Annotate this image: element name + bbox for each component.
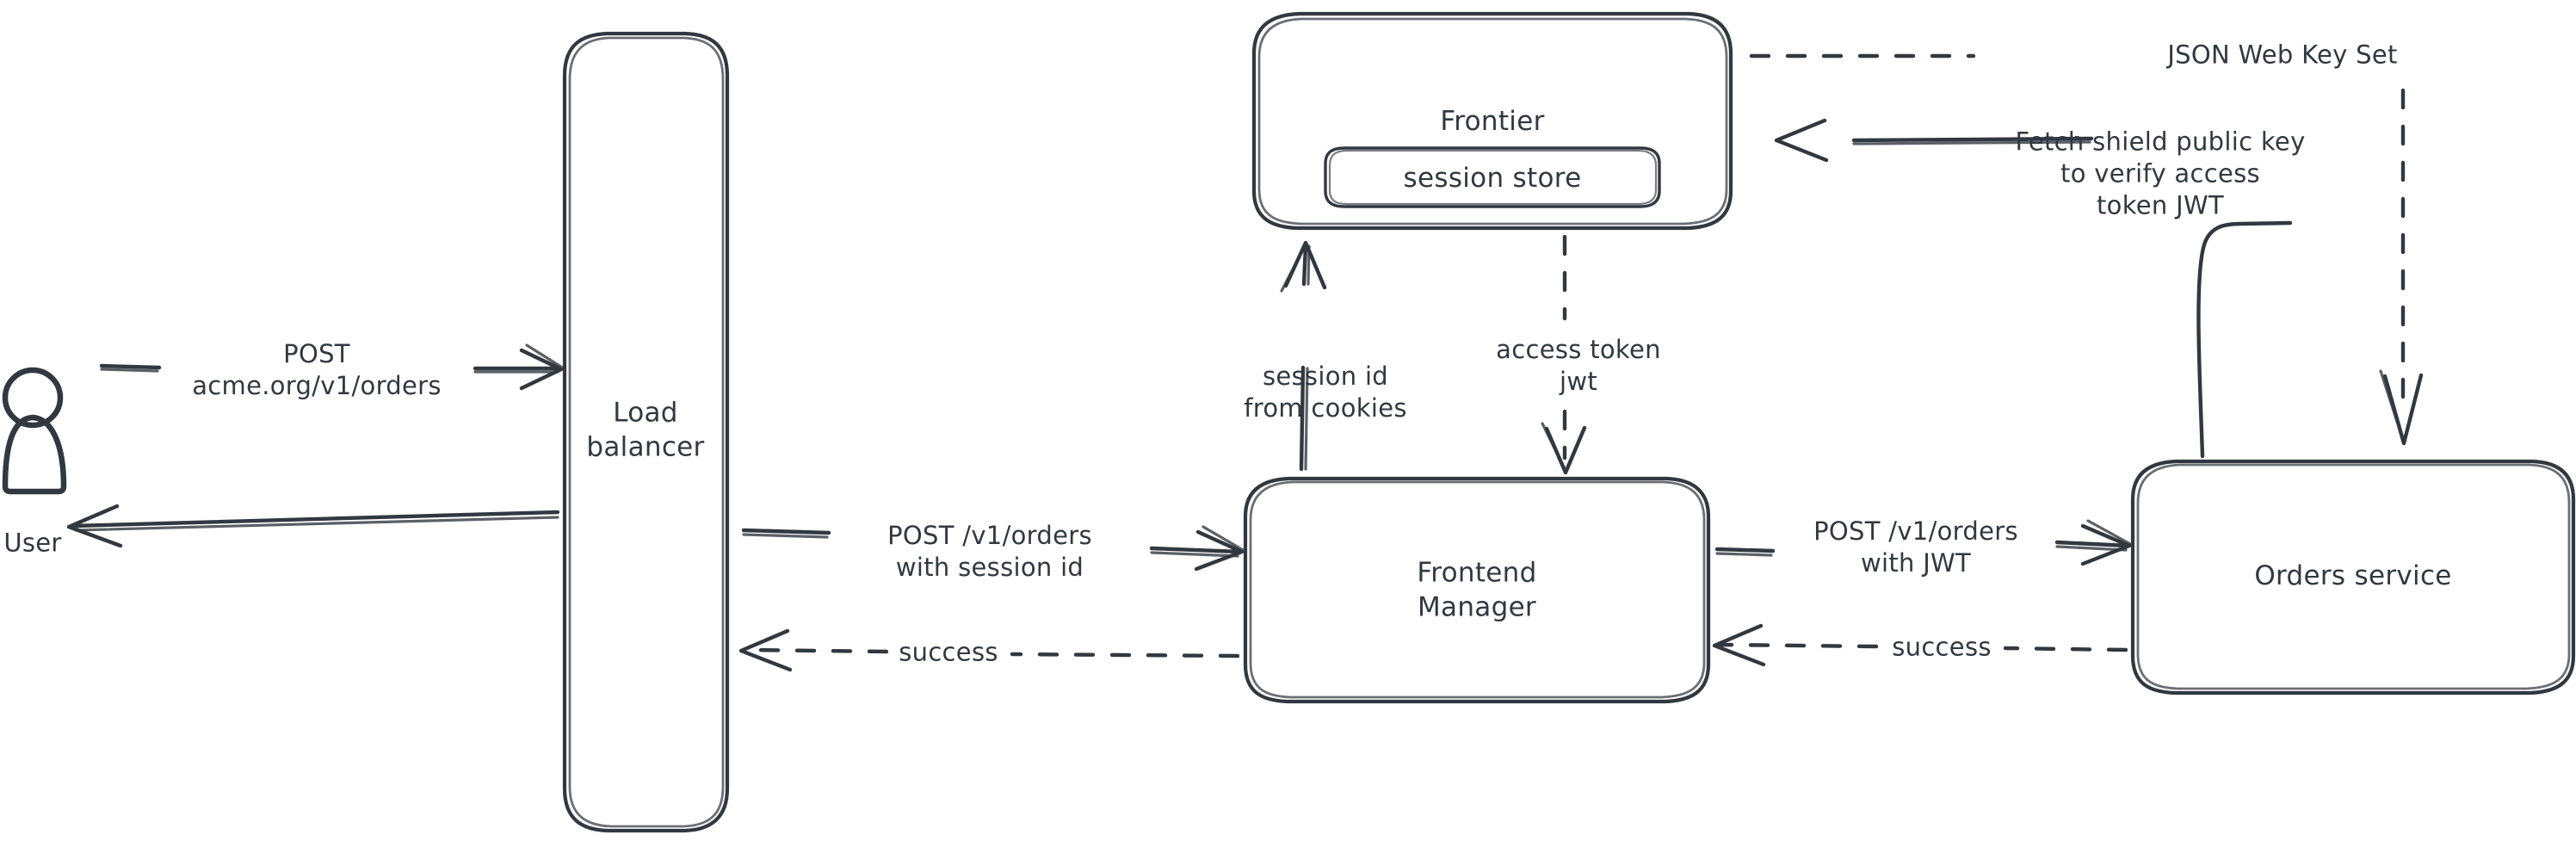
edge-orders-to-fm[interactable] xyxy=(1712,623,2128,667)
edge-frontier-to-fm[interactable] xyxy=(1541,234,1587,475)
frontend-manager-label: Frontend Manager xyxy=(1417,557,1537,623)
session-store-label: session store xyxy=(1403,162,1582,194)
edge-label-session-id-from-cookies: session id from cookies xyxy=(1244,361,1407,423)
load-balancer-label: Load balancer xyxy=(586,397,705,463)
frontend-manager-shape[interactable] xyxy=(1243,476,1711,704)
edge-fm-to-orders[interactable] xyxy=(1714,519,2134,566)
edge-label-json-web-key-set: JSON Web Key Set xyxy=(2167,40,2398,70)
frontier-shape[interactable] xyxy=(1251,11,1733,231)
load-balancer-shape[interactable] xyxy=(562,31,730,833)
frontier-label: Frontier xyxy=(1440,105,1545,137)
session-store-shape[interactable] xyxy=(1324,146,1661,208)
edge-user-to-lb[interactable] xyxy=(99,343,565,391)
edge-frontier-to-orders[interactable] xyxy=(1749,53,2424,446)
edge-label-success-orders: success xyxy=(1892,632,1992,662)
edge-label-post-acme-orders: POST acme.org/v1/orders xyxy=(192,338,442,400)
edge-label-success-lb: success xyxy=(899,637,998,667)
edge-label-fetch-shield-public-key: Fetch shield public key to verify access… xyxy=(2015,127,2306,220)
edge-fm-to-lb[interactable] xyxy=(738,628,1240,672)
edge-fm-to-frontier[interactable] xyxy=(1280,240,1327,472)
orders-service-shape[interactable] xyxy=(2130,459,2576,696)
edge-label-post-v1-orders-jwt: POST /v1/orders with JWT xyxy=(1813,516,2018,578)
edge-orders-to-frontier[interactable] xyxy=(1774,118,2293,459)
orders-service-label: Orders service xyxy=(2254,560,2452,591)
edge-lb-to-user[interactable] xyxy=(66,504,560,548)
user-label: User xyxy=(3,528,62,558)
edge-label-post-v1-orders-session: POST /v1/orders with session id xyxy=(887,520,1092,582)
edge-label-access-token-jwt: access token jwt xyxy=(1496,334,1661,396)
edge-lb-to-fm[interactable] xyxy=(741,525,1246,572)
user-icon xyxy=(2,367,67,495)
